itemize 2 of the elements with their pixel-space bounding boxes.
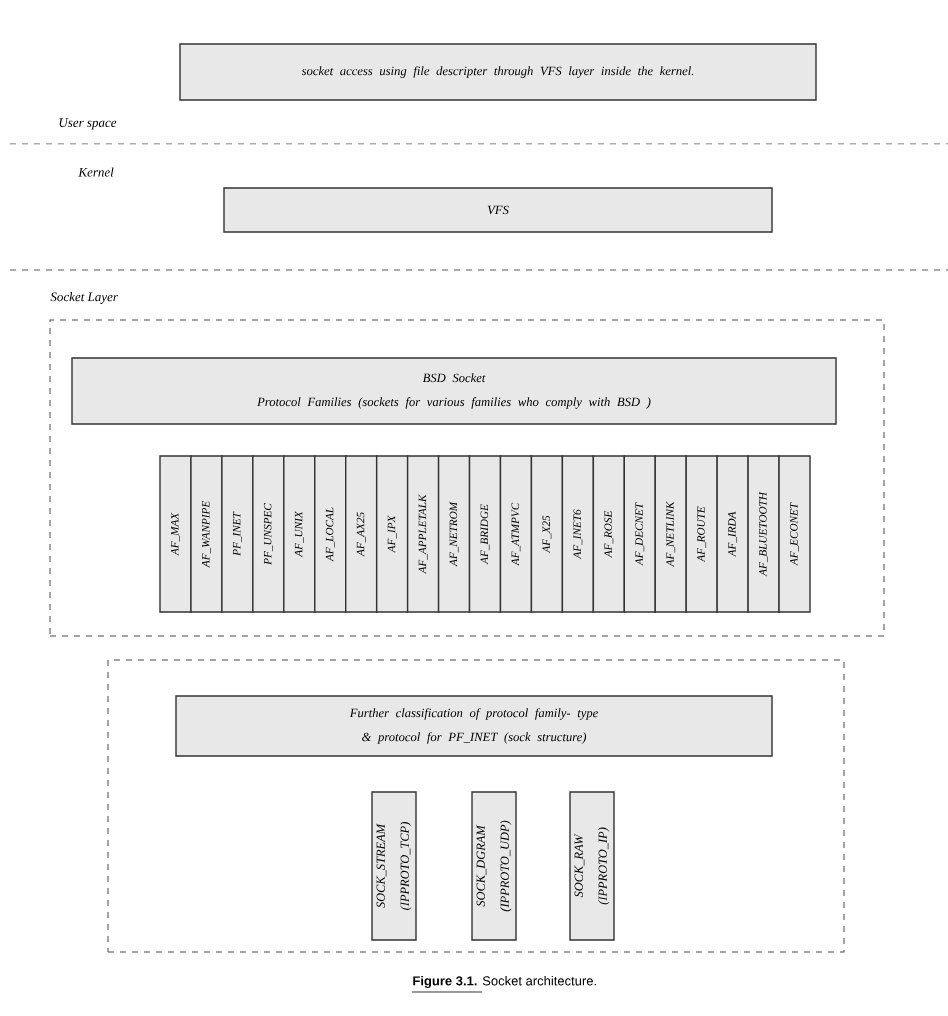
container-frame (107, 659, 845, 953)
container-frame (49, 319, 885, 637)
